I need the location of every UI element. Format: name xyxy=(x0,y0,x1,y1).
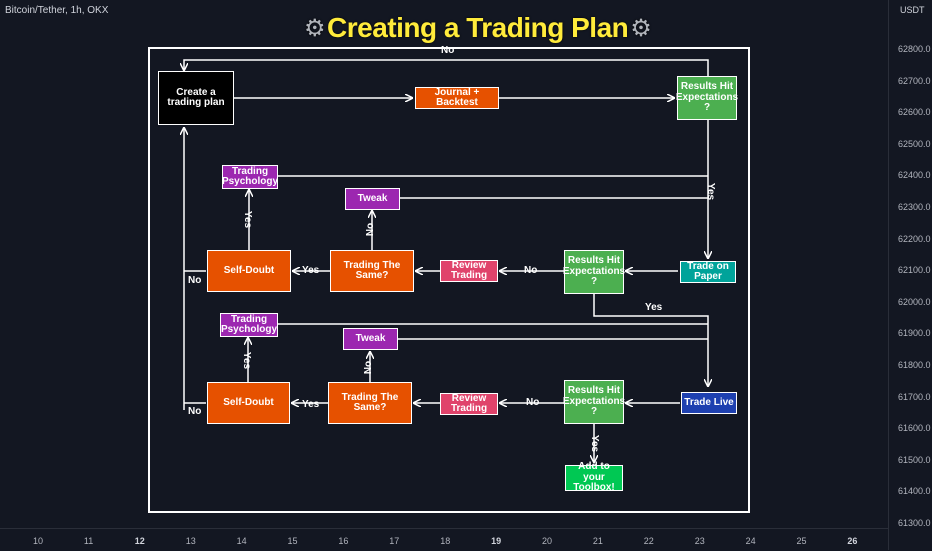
arrow-no-top xyxy=(184,59,709,76)
label-yes-psych1: Yes xyxy=(242,210,254,229)
create-plan-box: Create a trading plan xyxy=(158,71,234,125)
price-tick: 61400.0 xyxy=(898,486,931,497)
price-tick: 62600.0 xyxy=(898,107,931,118)
label-yes-psych2: Yes xyxy=(241,351,253,370)
label-no-left2: No xyxy=(188,406,202,417)
tweak-box-1: Tweak xyxy=(345,188,400,210)
symbol-label[interactable]: Bitcoin/Tether, 1h, OKX xyxy=(5,5,109,16)
label-yes-toolbox: Yes xyxy=(589,434,601,453)
review-trading-box-2: Review Trading xyxy=(440,393,498,415)
time-tick: 13 xyxy=(185,536,196,546)
price-tick: 62200.0 xyxy=(898,233,931,244)
price-tick: 61500.0 xyxy=(898,454,931,465)
diagram-frame xyxy=(148,47,750,513)
label-yes-same1: Yes xyxy=(302,265,320,276)
price-tick: 62700.0 xyxy=(898,75,931,86)
time-tick: 21 xyxy=(592,536,603,546)
label-no-review2: No xyxy=(526,397,540,408)
journal-backtest-box: Journal + Backtest xyxy=(415,87,499,109)
time-tick: 18 xyxy=(440,536,451,546)
trading-same-box-1: Trading The Same? xyxy=(330,250,414,292)
review-trading-box-1: Review Trading xyxy=(440,260,498,282)
price-tick: 61700.0 xyxy=(898,391,931,402)
time-tick: 26 xyxy=(847,536,858,546)
trading-psychology-box-1: Trading Psychology xyxy=(221,165,279,189)
label-yes-same2: Yes xyxy=(302,399,320,410)
label-no-top: No xyxy=(441,45,455,56)
time-tick: 24 xyxy=(745,536,756,546)
price-tick: 61900.0 xyxy=(898,328,931,339)
gear-icon: ⚙ xyxy=(630,14,652,42)
time-tick: 25 xyxy=(796,536,807,546)
time-tick: 19 xyxy=(491,536,502,546)
price-tick: 61800.0 xyxy=(898,360,931,370)
time-tick: 16 xyxy=(338,536,349,546)
trade-on-paper-box: Trade on Paper xyxy=(680,261,736,283)
time-tick: 17 xyxy=(389,536,400,546)
time-tick: 15 xyxy=(287,536,298,546)
time-tick: 22 xyxy=(643,536,654,546)
time-tick: 12 xyxy=(134,536,145,546)
label-no-tweak1: No xyxy=(365,222,377,237)
label-no-review1: No xyxy=(524,265,538,276)
title-text: Creating a Trading Plan xyxy=(327,12,629,43)
results-mid-box: Results Hit Expectations ? xyxy=(563,250,625,294)
time-tick: 14 xyxy=(236,536,247,546)
label-yes-mid: Yes xyxy=(645,302,663,313)
gear-icon: ⚙ xyxy=(304,14,326,42)
add-to-toolbox-box: Add to your Toolbox! xyxy=(565,462,623,493)
price-tick: 62300.0 xyxy=(898,202,931,212)
price-axis[interactable] xyxy=(888,0,932,550)
time-axis[interactable] xyxy=(0,528,888,551)
trade-live-box: Trade Live xyxy=(681,392,737,414)
results-low-box: Results Hit Expectations ? xyxy=(563,380,625,424)
price-tick: 62400.0 xyxy=(898,170,931,181)
time-tick: 10 xyxy=(33,536,44,546)
price-tick: 62000.0 xyxy=(898,296,931,307)
price-tick: 61300.0 xyxy=(898,518,931,528)
label-no-tweak2: No xyxy=(363,360,375,375)
label-no-left1: No xyxy=(188,275,202,286)
price-tick: 62500.0 xyxy=(898,138,931,149)
time-tick: 20 xyxy=(542,536,553,546)
arrow-yes-live xyxy=(593,294,708,386)
results-top-box: Results Hit Expectations ? xyxy=(676,76,738,120)
tweak-box-2: Tweak xyxy=(343,328,398,350)
label-yes-right: Yes xyxy=(705,182,717,201)
time-tick: 23 xyxy=(694,536,705,546)
trading-same-box-2: Trading The Same? xyxy=(328,382,412,424)
trading-psychology-box-2: Trading Psychology xyxy=(220,313,278,337)
self-doubt-box-2: Self-Doubt xyxy=(207,382,290,424)
time-tick: 11 xyxy=(83,536,94,546)
price-tick: 61600.0 xyxy=(898,423,931,434)
currency-label: USDT xyxy=(900,5,925,15)
price-tick: 62100.0 xyxy=(898,265,931,276)
price-tick: 62800.0 xyxy=(898,44,931,54)
page-title: ⚙ Creating a Trading Plan ⚙ xyxy=(304,12,652,44)
self-doubt-box-1: Self-Doubt xyxy=(207,250,291,292)
